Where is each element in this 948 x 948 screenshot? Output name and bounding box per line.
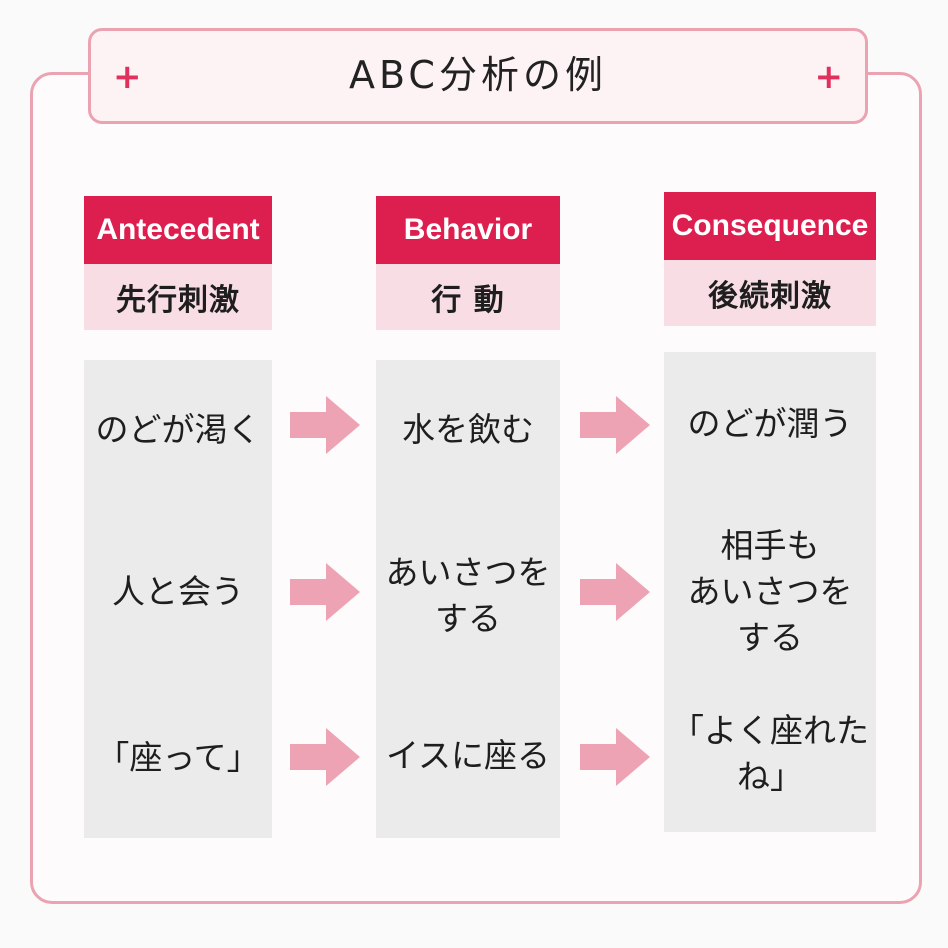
column-header-en: Antecedent [84, 196, 272, 264]
cell-item: のどが潤う [687, 404, 853, 443]
plus-icon: + [814, 57, 844, 97]
right-arrow-icon [290, 563, 360, 621]
diagram-title: ABC分析の例 [349, 53, 607, 97]
column-header-jp: 行 動 [376, 264, 560, 330]
column-antecedent: Antecedent 先行刺激 のどが渇く 人と会う 「座って」 [84, 196, 272, 838]
cell-item: イスに座る [385, 736, 550, 775]
cell-item: 「座って」 [96, 738, 260, 777]
cell-item: 人と会う [112, 572, 244, 611]
column-consequence: Consequence 後続刺激 のどが潤う 相手も あいさつを する 「よく座… [664, 192, 876, 838]
column-body: 水を飲む あいさつを する イスに座る [376, 360, 560, 838]
column-header-en: Consequence [664, 192, 876, 260]
column-body: のどが渇く 人と会う 「座って」 [84, 360, 272, 838]
column-header-jp: 後続刺激 [664, 260, 876, 326]
column-behavior: Behavior 行 動 水を飲む あいさつを する イスに座る [376, 196, 560, 838]
right-arrow-icon [290, 728, 360, 786]
right-arrow-icon [580, 728, 650, 786]
column-header-en: Behavior [376, 196, 560, 264]
column-header-jp: 先行刺激 [84, 264, 272, 330]
cell-item: 水を飲む [402, 410, 534, 449]
right-arrow-icon [290, 396, 360, 454]
right-arrow-icon [580, 396, 650, 454]
cell-item: 「よく座れたね」 [671, 711, 869, 796]
column-body: のどが潤う 相手も あいさつを する 「よく座れたね」 [664, 352, 876, 832]
cell-item: 相手も あいさつを する [687, 526, 853, 657]
plus-icon: + [113, 57, 142, 97]
cell-item: あいさつを する [385, 553, 551, 638]
title-box: + ABC分析の例 + [88, 28, 868, 124]
right-arrow-icon [580, 563, 650, 621]
cell-item: のどが渇く [95, 410, 261, 449]
